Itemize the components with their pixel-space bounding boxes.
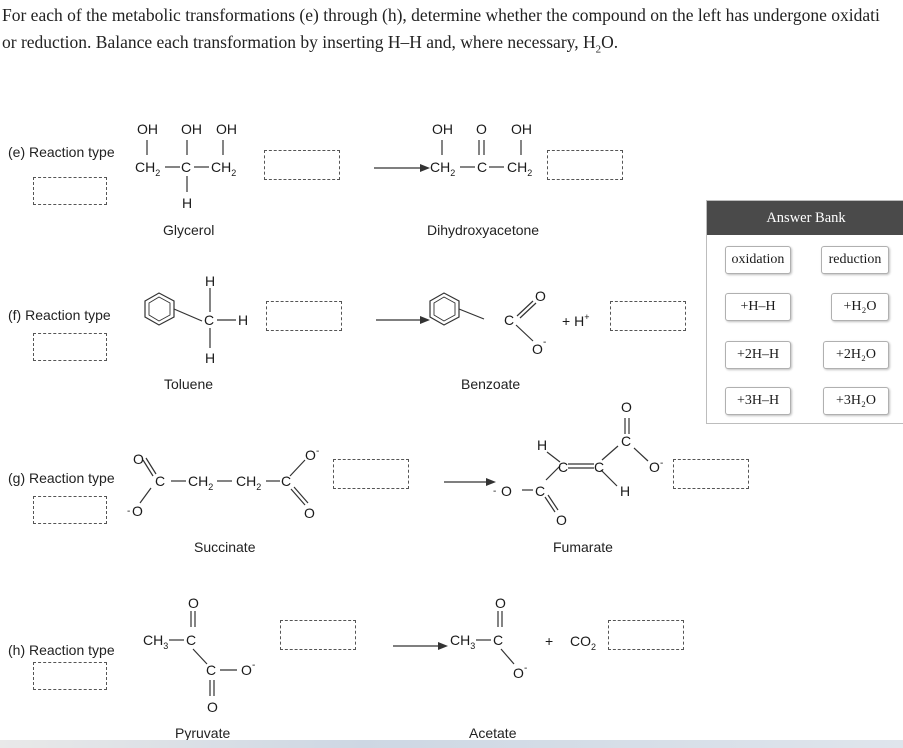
atom-label: C	[155, 473, 165, 489]
atom-label: O	[621, 399, 632, 415]
svg-text:CH2: CH2	[430, 159, 455, 178]
atom-label: H	[182, 195, 192, 211]
compound-name-fumarate: Fumarate	[553, 539, 613, 555]
svg-text:CH2: CH2	[236, 473, 261, 492]
atom-label: H	[620, 483, 630, 499]
plus-sign: +	[545, 633, 553, 649]
atom-label: O	[133, 451, 144, 467]
compound-name-pyruvate: Pyruvate	[175, 725, 231, 741]
atom-label: O	[556, 512, 567, 528]
reaction-e-type-dropzone[interactable]	[33, 177, 107, 205]
reaction-h-right-balance-dropzone[interactable]	[608, 620, 684, 650]
atom-label: O	[501, 483, 512, 499]
atom-label: O	[207, 699, 218, 715]
svg-text:CH2: CH2	[507, 159, 532, 178]
reaction-f-left-balance-dropzone[interactable]	[266, 301, 342, 331]
atom-label: OH	[216, 121, 237, 137]
reaction-e-left-balance-dropzone[interactable]	[264, 150, 340, 180]
chip-plus-2-h-h[interactable]: +2H–H	[725, 341, 791, 369]
reaction-g-left-balance-dropzone[interactable]	[333, 459, 409, 489]
svg-text:CH3: CH3	[143, 632, 168, 651]
reaction-f-type-dropzone[interactable]	[33, 333, 107, 361]
atom-label: O	[132, 503, 143, 519]
atom-label: C	[206, 662, 216, 678]
charge-label: -	[660, 458, 663, 469]
atom-label: C	[493, 632, 503, 648]
atom-label: OH	[181, 121, 202, 137]
atom-label: H	[205, 273, 215, 289]
reaction-f-right-balance-dropzone[interactable]	[610, 301, 686, 331]
reaction-g-type-label: (g) Reaction type	[8, 470, 115, 486]
instructions: For each of the metabolic transformation…	[2, 2, 903, 64]
atom-label: O	[188, 595, 199, 611]
svg-text:CO2: CO2	[570, 633, 596, 652]
atom-label: C	[558, 459, 568, 475]
atom-label: C	[621, 433, 631, 449]
atom-label: O	[241, 662, 252, 678]
bottom-scrollbar[interactable]	[0, 740, 903, 748]
reaction-f-type-label: (f) Reaction type	[8, 307, 111, 323]
reaction-h-left-balance-dropzone[interactable]	[280, 620, 356, 650]
atom-label: O	[305, 447, 316, 463]
answer-bank-title: Answer Bank	[707, 201, 903, 235]
compound-name-benzoate: Benzoate	[461, 376, 521, 392]
compound-name-succinate: Succinate	[194, 539, 256, 555]
atom-label: H	[205, 350, 215, 366]
chip-plus-2-h2o[interactable]: +2H₂O	[823, 341, 889, 369]
charge-label: -	[316, 446, 319, 457]
reaction-e-right-balance-dropzone[interactable]	[547, 150, 623, 180]
atom-label: O	[535, 288, 546, 304]
chip-plus-h-h[interactable]: +H–H	[725, 293, 791, 321]
charge-label: -	[524, 663, 527, 674]
answer-bank: Answer Bank oxidation reduction +H–H +H₂…	[706, 200, 903, 424]
charge-label: -	[493, 486, 496, 497]
atom-label: OH	[511, 121, 532, 137]
svg-text:CH2: CH2	[188, 473, 213, 492]
charge-label: -	[252, 660, 255, 671]
atom-label: C	[535, 483, 545, 499]
reaction-h-type-label: (h) Reaction type	[8, 642, 115, 658]
atom-label: O	[495, 595, 506, 611]
atom-label: O	[304, 505, 315, 521]
chip-plus-h2o[interactable]: +H₂O	[831, 293, 889, 321]
atom-label: OH	[432, 121, 453, 137]
compound-name-glycerol: Glycerol	[163, 222, 215, 238]
chip-plus-3-h2o[interactable]: +3H₂O	[823, 387, 889, 415]
atom-label: OH	[137, 121, 158, 137]
atom-label: H	[537, 437, 547, 453]
reaction-g-type-dropzone[interactable]	[33, 496, 107, 524]
charge-label: -	[127, 506, 130, 517]
svg-text:CH2: CH2	[211, 159, 236, 178]
atom-label: O	[476, 121, 487, 137]
atom-label: O	[649, 459, 660, 475]
instructions-line-1: For each of the metabolic transformation…	[2, 5, 880, 25]
atom-label: O	[513, 665, 524, 681]
svg-text:+ H+: + H+	[562, 312, 589, 329]
svg-text:CH2: CH2	[135, 159, 160, 178]
atom-label: O	[532, 341, 543, 357]
compound-name-toluene: Toluene	[164, 376, 214, 392]
atom-label: C	[186, 632, 196, 648]
chip-oxidation[interactable]: oxidation	[725, 246, 791, 274]
atom-label: C	[181, 159, 191, 175]
svg-text:CH3: CH3	[450, 632, 475, 651]
charge-label: -	[543, 337, 546, 348]
reaction-h-type-dropzone[interactable]	[33, 662, 107, 690]
atom-label: H	[238, 312, 248, 328]
atom-label: C	[504, 312, 514, 328]
reaction-e-type-label: (e) Reaction type	[8, 144, 115, 160]
atom-label: C	[594, 459, 604, 475]
chip-plus-3-h-h[interactable]: +3H–H	[725, 387, 791, 415]
chip-reduction[interactable]: reduction	[821, 246, 889, 274]
instructions-line-2: or reduction. Balance each transformatio…	[2, 32, 619, 56]
compound-name-dihydroxyacetone: Dihydroxyacetone	[427, 222, 540, 238]
atom-label: C	[281, 473, 291, 489]
reaction-g-right-balance-dropzone[interactable]	[673, 459, 749, 489]
compound-name-acetate: Acetate	[469, 725, 517, 741]
atom-label: C	[477, 159, 487, 175]
atom-label: C	[204, 312, 214, 328]
